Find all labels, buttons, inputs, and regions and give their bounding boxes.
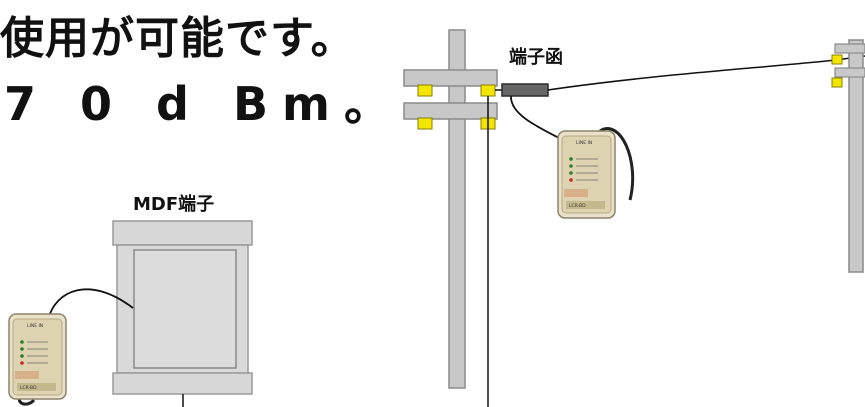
tester-left-top-label: LINE IN: [27, 323, 43, 329]
mdf-cabinet: [112, 220, 253, 407]
terminal-box: [495, 55, 865, 141]
mdf-terminal-label: MDF端子: [133, 194, 214, 215]
terminal-box-label: 端子函: [509, 47, 563, 68]
tester-right-bottom-label: LCR-BD: [569, 203, 586, 209]
utility-pole-far: [831, 39, 865, 273]
headline-line-2: 7 0 d Bm。: [4, 77, 404, 131]
tester-right-top-label: LINE IN: [576, 140, 592, 146]
tester-left-bottom-label: LCR-BD: [20, 385, 37, 391]
tester-device-left: LINE IN LCR-BD: [8, 288, 134, 406]
tester-device-right: LINE IN LCR-BD: [557, 127, 635, 219]
headline-line-1: 使用が可能です。: [0, 13, 356, 64]
utility-pole-main: [403, 29, 498, 407]
